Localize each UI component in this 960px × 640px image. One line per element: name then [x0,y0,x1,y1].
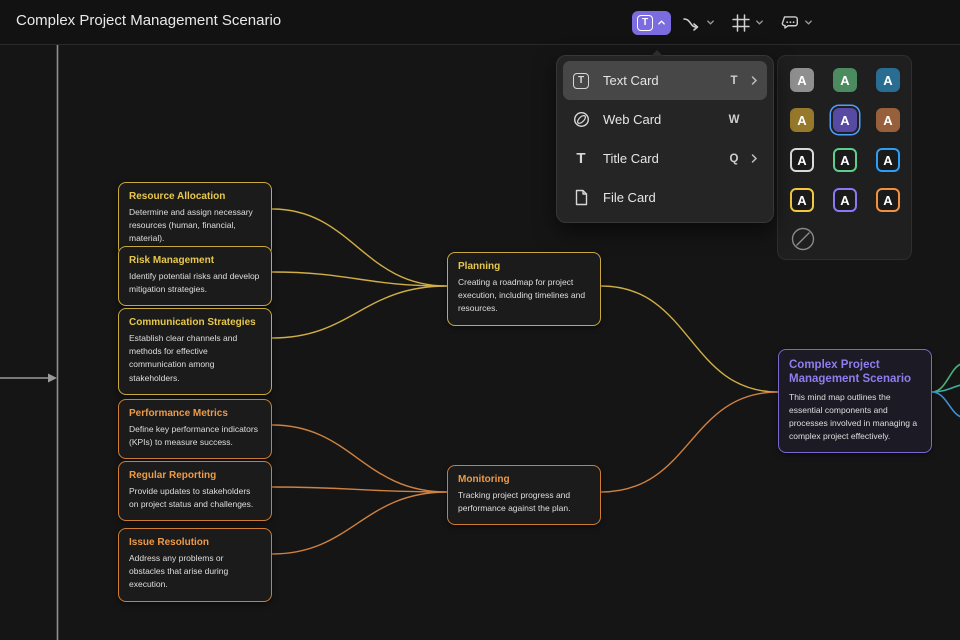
node-body: This mind map outlines the essential com… [789,391,918,442]
mindmap-node-root[interactable]: Complex Project Management Scenario This… [778,349,932,454]
mindmap-node-monitoring[interactable]: Monitoring Tracking project progress and… [447,465,601,526]
color-swatch[interactable]: A [790,68,814,92]
color-swatch[interactable]: A [833,188,857,212]
node-title: Planning [458,261,501,272]
monitoring-branch-links[interactable] [271,391,779,555]
node-body: Define key performance indicators (KPIs)… [129,424,258,448]
color-swatch[interactable]: A [790,148,814,172]
node-body: Creating a roadmap for project execution… [458,277,586,314]
text-card-tool-button[interactable]: T [632,10,671,35]
chevron-down-icon [755,18,764,27]
node-title: Monitoring [458,474,510,485]
node-title: Regular Reporting [129,470,217,481]
node-title: Resource Allocation [129,191,226,202]
text-card-icon: T [571,72,591,89]
node-title: Issue Resolution [129,537,210,548]
chevron-down-icon [706,18,715,27]
menu-item-label: Text Card [603,73,659,88]
menu-item-label: Web Card [603,112,662,127]
card-type-menu: T Text Card T Web Card W T Title Card Q [556,50,774,223]
file-card-icon [571,189,591,206]
menu-item-web-card[interactable]: Web Card W [563,100,767,139]
root-fanout-links[interactable] [931,363,960,418]
shortcut-key: W [728,113,740,126]
color-swatch[interactable]: A [790,188,814,212]
mindmap-node-performance-metrics[interactable]: Performance Metrics Define key performan… [118,399,272,460]
top-toolbar: Complex Project Management Scenario T [0,0,960,45]
toolbar-tools: T [632,0,818,45]
menu-item-label: File Card [603,190,656,205]
node-body: Establish clear channels and methods for… [129,333,238,383]
node-body: Provide updates to stakeholders on proje… [129,486,254,510]
planning-branch-links[interactable] [271,208,779,393]
node-title: Communication Strategies [129,317,256,328]
menu-notch [651,50,663,56]
mindmap-node-resource-allocation[interactable]: Resource Allocation Determine and assign… [118,182,272,256]
color-swatch[interactable]: A [876,108,900,132]
chevron-up-icon [657,18,666,27]
color-swatch[interactable]: A [876,188,900,212]
menu-item-file-card[interactable]: File Card [563,178,767,217]
node-body: Address any problems or obstacles that a… [129,553,229,590]
connector-tool-button[interactable] [677,9,720,37]
no-color-swatch[interactable] [790,226,816,252]
color-swatch[interactable]: A [790,108,814,132]
web-card-icon [571,111,591,128]
connector-icon [682,13,702,33]
comment-tool-button[interactable] [775,9,818,37]
menu-item-label: Title Card [603,151,659,166]
color-swatch[interactable]: A [876,68,900,92]
node-title: Performance Metrics [129,408,228,419]
document-title[interactable]: Complex Project Management Scenario [16,12,282,29]
color-swatch[interactable]: A [833,68,857,92]
color-swatch[interactable]: A [876,148,900,172]
frame-icon [731,13,751,33]
gray-arrow-connector[interactable] [0,373,57,383]
shortcut-key: T [730,74,738,87]
node-title: Risk Management [129,255,215,266]
color-swatch[interactable]: A [833,108,857,132]
comment-icon [780,13,800,33]
node-body: Determine and assign necessary resources… [129,207,253,244]
chevron-right-icon [745,153,759,164]
frame-tool-button[interactable] [726,9,769,37]
mindmap-node-risk-management[interactable]: Risk Management Identify potential risks… [118,246,272,307]
mindmap-node-issue-resolution[interactable]: Issue Resolution Address any problems or… [118,528,272,602]
mindmap-node-communication-strategies[interactable]: Communication Strategies Establish clear… [118,308,272,395]
shortcut-key: Q [729,152,739,165]
node-body: Tracking project progress and performanc… [458,490,571,514]
text-card-icon: T [637,14,653,31]
title-card-icon: T [576,150,586,167]
mindmap-node-regular-reporting[interactable]: Regular Reporting Provide updates to sta… [118,461,272,522]
menu-item-text-card[interactable]: T Text Card T [563,61,767,100]
node-title: Complex Project Management Scenario [789,359,912,386]
menu-item-title-card[interactable]: T Title Card Q [563,139,767,178]
node-body: Identify potential risks and develop mit… [129,271,260,295]
connector-lines [0,45,960,640]
mindmap-node-planning[interactable]: Planning Creating a roadmap for project … [447,252,601,326]
chevron-right-icon [745,75,759,86]
color-swatch[interactable]: A [833,148,857,172]
chevron-down-icon [804,18,813,27]
